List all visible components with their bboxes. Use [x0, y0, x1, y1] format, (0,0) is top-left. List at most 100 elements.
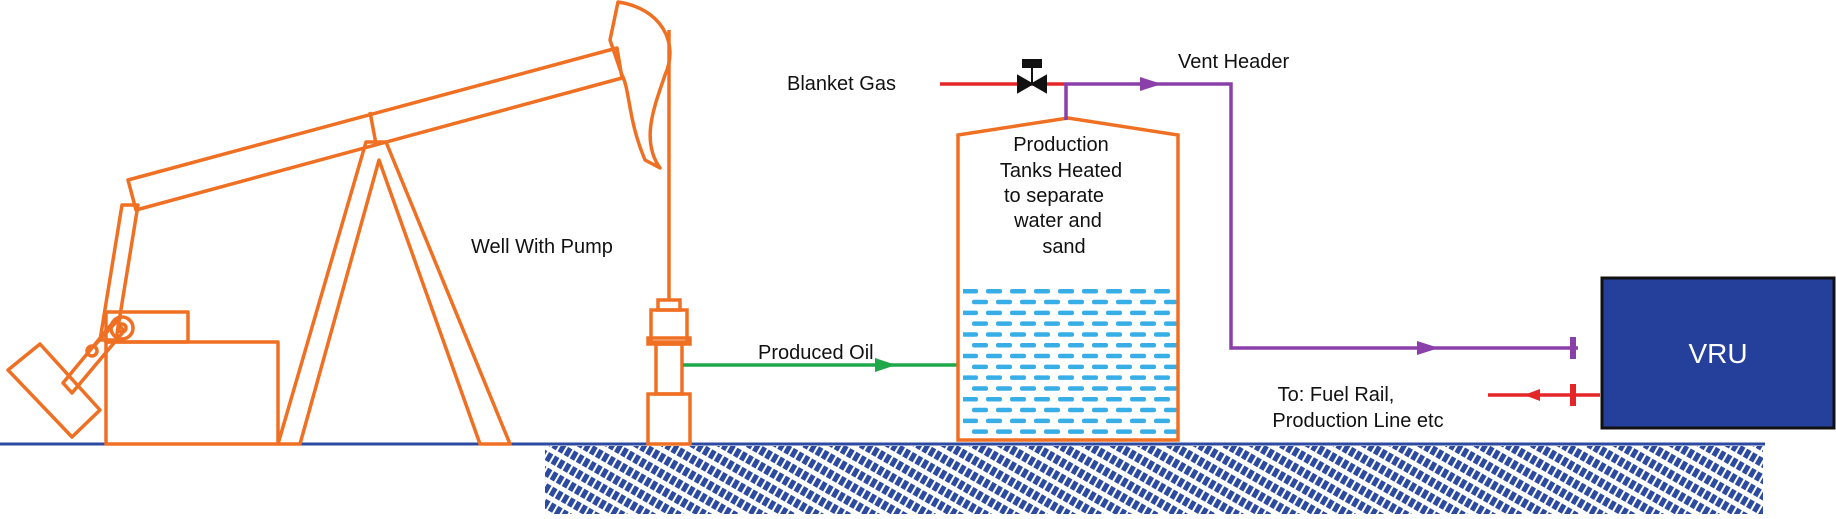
liquid-dash — [1130, 289, 1146, 294]
liquid-dash — [1116, 321, 1132, 326]
liquid-dash — [1044, 364, 1060, 370]
crank-arm — [61, 318, 126, 395]
liquid-dash — [1106, 375, 1122, 380]
fuel-rail-return-line — [1488, 384, 1600, 406]
liquid-dash — [1130, 375, 1146, 380]
liquid-dash — [963, 397, 978, 402]
liquid-dash — [972, 321, 988, 326]
liquid-dash — [1068, 386, 1084, 391]
liquid-dash — [1020, 299, 1036, 305]
fuel-rail-label: To: Fuel Rail, Production Line etc — [1272, 384, 1443, 432]
liquid-dash — [963, 310, 978, 316]
liquid-dash — [1020, 321, 1036, 326]
liquid-dash — [1082, 353, 1098, 359]
liquid-dash — [1044, 299, 1060, 305]
liquid-dash — [1034, 289, 1050, 294]
produced-oil-label: Produced Oil — [758, 342, 874, 364]
liquid-dash — [1130, 310, 1146, 316]
vent-header-line — [1064, 82, 1578, 350]
well-with-pump-label: Well With Pump — [471, 236, 613, 258]
liquid-dash — [1154, 418, 1170, 424]
liquid-dash — [963, 418, 978, 424]
tank-description-line: Tanks Heated — [1000, 160, 1122, 182]
liquid-dash — [1082, 332, 1098, 337]
blanket-gas-label: Blanket Gas — [787, 73, 896, 95]
liquid-dash — [1020, 364, 1036, 370]
liquid-dash — [1154, 353, 1170, 359]
liquid-dash — [1092, 343, 1108, 348]
saddle-bearing — [368, 111, 378, 145]
liquid-dash — [1130, 397, 1146, 402]
liquid-dash — [1130, 353, 1146, 359]
tank-description-line: sand — [1042, 236, 1085, 258]
liquid-dash — [1154, 289, 1170, 294]
liquid-dash — [1020, 429, 1036, 434]
horse-head — [608, 0, 672, 170]
liquid-dash — [972, 429, 988, 434]
liquid-dash — [1164, 343, 1177, 348]
liquid-dash — [972, 386, 988, 391]
liquid-dash — [963, 332, 978, 337]
liquid-dash — [1020, 343, 1036, 348]
liquid-dash — [996, 364, 1012, 370]
vru-box — [1600, 276, 1836, 430]
liquid-dash — [1082, 418, 1098, 424]
liquid-dash — [1116, 429, 1132, 434]
liquid-dash — [1092, 429, 1108, 434]
ground — [0, 442, 1765, 514]
liquid-dash — [986, 375, 1002, 380]
liquid-dash — [1010, 375, 1026, 380]
liquid-dash — [1082, 310, 1098, 316]
arrowhead-icon — [1140, 77, 1162, 91]
liquid-dash — [1058, 332, 1074, 337]
liquid-dash — [1164, 429, 1177, 434]
vent-header-label: Vent Header — [1178, 51, 1290, 73]
liquid-dash — [1020, 407, 1036, 413]
liquid-dash — [1092, 364, 1108, 370]
liquid-dash — [1058, 397, 1074, 402]
liquid-dash — [1140, 299, 1156, 305]
liquid-dash — [1140, 407, 1156, 413]
liquid-dash — [1154, 397, 1170, 402]
liquid-dash — [1044, 321, 1060, 326]
liquid-dash — [1130, 418, 1146, 424]
ground-hatching — [545, 446, 1763, 514]
wellhead-base — [646, 392, 692, 446]
liquid-dash — [1106, 289, 1122, 294]
wellhead-casing — [654, 342, 684, 396]
pump-base — [104, 340, 280, 446]
liquid-dash — [1010, 353, 1026, 359]
wellhead-upper — [649, 308, 689, 344]
liquid-dash — [1092, 386, 1108, 391]
liquid-dash — [1034, 353, 1050, 359]
vru-unit: VRU — [1600, 276, 1836, 430]
liquid-dash — [963, 289, 978, 294]
liquid-dash — [1058, 310, 1074, 316]
liquid-dash — [1068, 407, 1084, 413]
liquid-dash — [986, 310, 1002, 316]
liquid-dash — [1058, 353, 1074, 359]
liquid-dash — [1116, 343, 1132, 348]
liquid-dash — [996, 429, 1012, 434]
liquid-dash — [1140, 321, 1156, 326]
liquid-dash — [963, 375, 978, 380]
liquid-dash — [1164, 321, 1177, 326]
liquid-dash — [1068, 343, 1084, 348]
liquid-dash — [986, 289, 1002, 294]
walking-beam — [126, 46, 624, 212]
liquid-dash — [1068, 429, 1084, 434]
liquid-dash — [1130, 332, 1146, 337]
liquid-dash — [1034, 332, 1050, 337]
liquid-dash — [1044, 429, 1060, 434]
liquid-dash — [1106, 353, 1122, 359]
liquid-dash — [1044, 343, 1060, 348]
liquid-dash — [1106, 418, 1122, 424]
liquid-dash — [972, 299, 988, 305]
tank-description-line: to separate — [1004, 185, 1104, 207]
liquid-dash — [1058, 418, 1074, 424]
liquid-dash — [1010, 332, 1026, 337]
gate-valve-icon — [1017, 59, 1047, 94]
liquid-dash — [1082, 397, 1098, 402]
